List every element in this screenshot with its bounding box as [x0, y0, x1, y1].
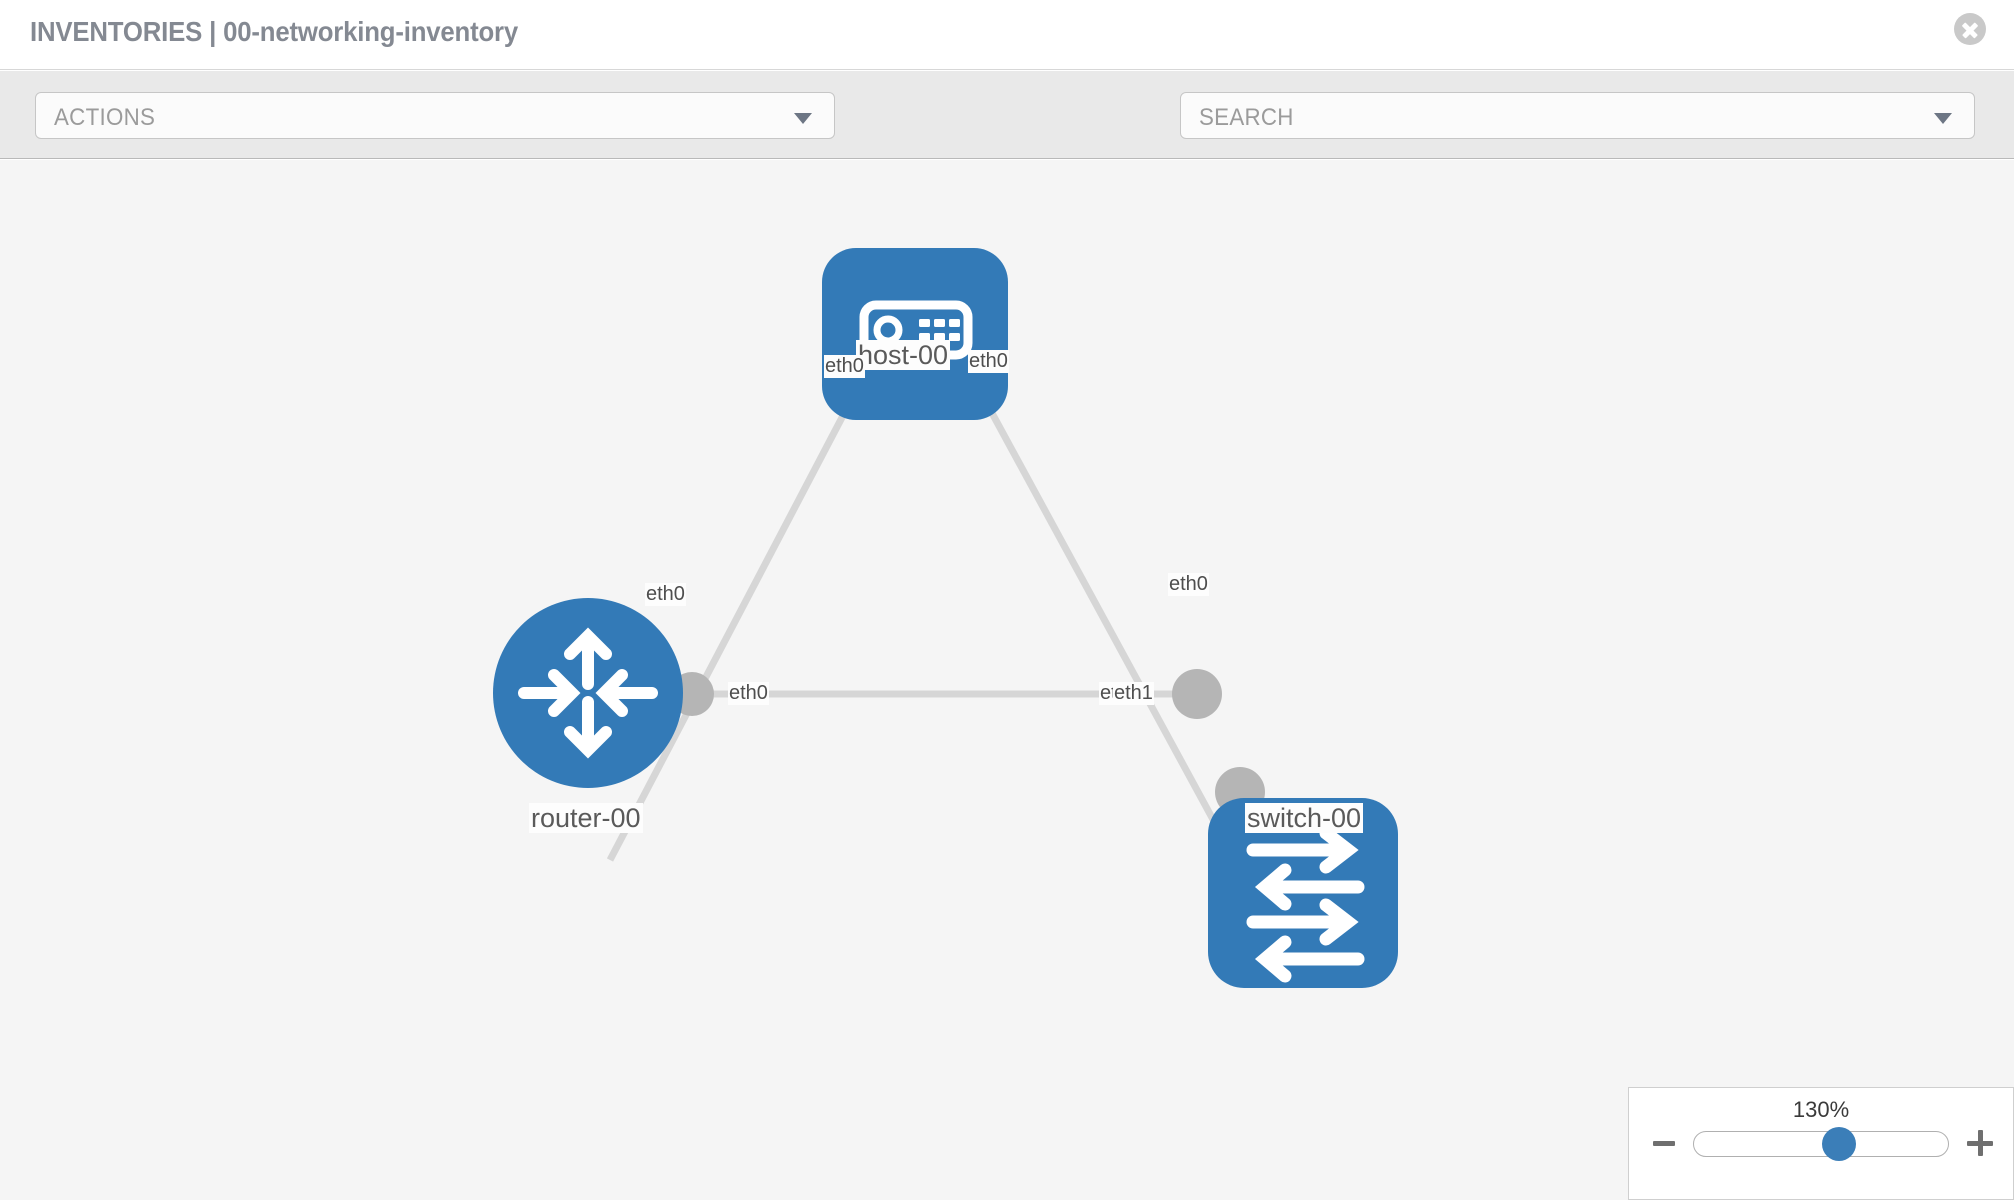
iface-label-switch-left: eth1	[1113, 682, 1154, 705]
zoom-control-panel: 130%	[1628, 1087, 2014, 1200]
minus-icon[interactable]	[1653, 1141, 1675, 1146]
search-placeholder: SEARCH	[1199, 104, 1294, 131]
toolbar: ACTIONS SEARCH	[0, 71, 2014, 201]
iface-label-router-right: eth0	[728, 682, 769, 705]
actions-dropdown[interactable]: ACTIONS	[35, 92, 835, 139]
page-title: INVENTORIES | 00-networking-inventory	[30, 16, 519, 47]
topology-canvas[interactable]: host-00 router-00 switch-00 eth0 eth0 et…	[0, 160, 2014, 1200]
node-label-router-00: router-00	[529, 803, 643, 833]
actions-dropdown-label: ACTIONS	[54, 104, 156, 131]
chevron-down-icon	[1934, 113, 1952, 124]
search-input[interactable]: SEARCH	[1180, 92, 1975, 139]
topology-graph	[493, 248, 1398, 988]
switch-arrows-icon	[1246, 826, 1365, 983]
router-arrows-icon	[518, 627, 658, 759]
plus-icon[interactable]	[1967, 1130, 1993, 1156]
zoom-slider[interactable]	[1693, 1127, 1949, 1161]
node-switch-00[interactable]	[1208, 798, 1398, 988]
iface-label-router-uplink: eth0	[645, 583, 686, 606]
node-label-switch-00: switch-00	[1245, 803, 1364, 833]
node-label-host-00: host-00	[856, 340, 951, 370]
slider-thumb[interactable]	[1821, 1127, 1856, 1161]
topology-edges	[606, 343, 1239, 862]
chevron-down-icon	[794, 113, 812, 124]
iface-label-host-left: eth0	[824, 355, 865, 378]
zoom-level-value: 130%	[1792, 1097, 1850, 1122]
page-header: INVENTORIES | 00-networking-inventory	[0, 0, 2014, 70]
close-icon[interactable]	[1954, 13, 1986, 45]
node-router-00[interactable]	[493, 598, 683, 788]
edge-host-switch	[951, 343, 1239, 862]
iface-label-switch-uplink: eth0	[1168, 573, 1209, 596]
node-host-00[interactable]	[822, 248, 1008, 420]
edge-host-router	[606, 343, 884, 862]
iface-label-host-right: eth0	[968, 350, 1009, 373]
connector-switch-left	[1172, 669, 1222, 719]
